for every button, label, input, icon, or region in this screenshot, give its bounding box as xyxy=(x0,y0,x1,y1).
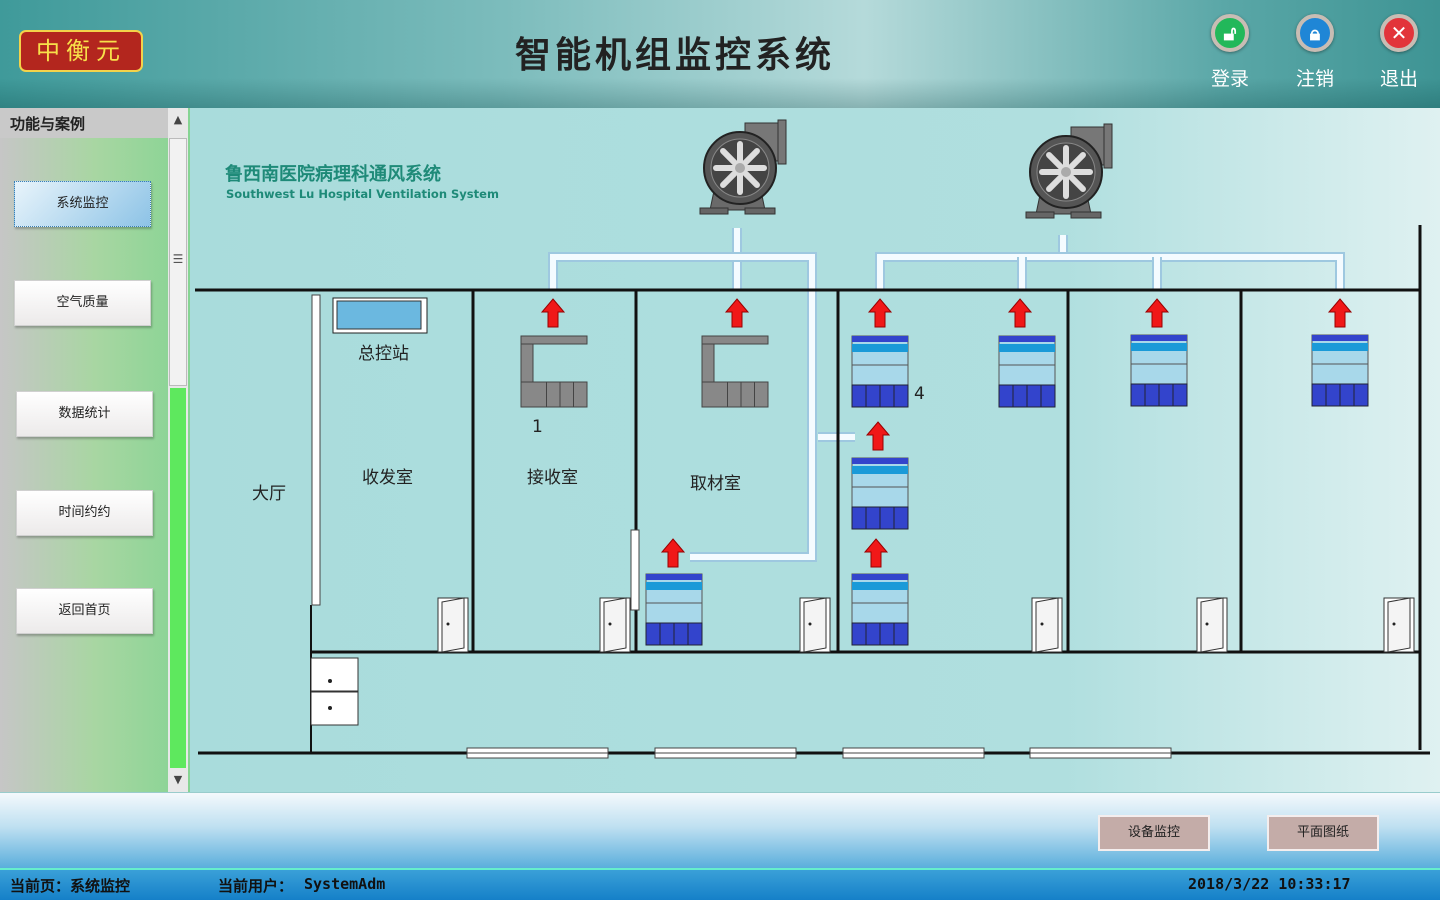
floor-plan-button[interactable]: 平面图纸 xyxy=(1267,815,1379,851)
window-icon xyxy=(654,747,797,759)
sidebar-scrollbar[interactable]: ▲ ☰ ▼ xyxy=(168,108,188,792)
close-icon: ✕ xyxy=(1380,14,1418,52)
fume-hood-icon xyxy=(851,573,909,646)
airflow-arrow-icon xyxy=(660,538,686,568)
fume-hood-icon xyxy=(998,335,1056,408)
fan-icon xyxy=(1025,123,1113,219)
bottom-toolbar: 设备监控 平面图纸 xyxy=(0,792,1440,868)
door-icon xyxy=(1196,597,1228,653)
fume-hood-icon xyxy=(1130,334,1188,407)
duct xyxy=(877,254,1343,290)
current-user-label: 当前用户： xyxy=(218,877,294,895)
door-icon xyxy=(437,597,469,653)
sidebar: 功能与案例 ▲ ☰ ▼ 系统监控 空气质量 数据统计 时间约约 返回首页 xyxy=(0,108,190,792)
fume-hood-icon xyxy=(851,335,909,408)
room-label-sampling: 取材室 xyxy=(690,474,741,494)
scroll-down-icon[interactable]: ▼ xyxy=(173,773,183,786)
hood-number: 4 xyxy=(914,384,925,404)
current-user: SystemAdm xyxy=(304,875,386,893)
drawer-cabinet-icon xyxy=(310,657,359,726)
datetime: 2018/3/22 10:33:17 xyxy=(1188,875,1351,893)
duct-network xyxy=(548,228,1345,562)
plan-title-cn: 鲁西南医院病理科通风系统 xyxy=(225,163,441,185)
window-icon xyxy=(842,747,985,759)
airflow-arrow-icon xyxy=(1007,298,1033,328)
desk-number: 1 xyxy=(532,417,543,437)
fume-hood-icon xyxy=(1311,334,1369,407)
login-label: 登录 xyxy=(1210,68,1249,90)
window-icon xyxy=(466,747,609,759)
airflow-arrow-icon xyxy=(724,298,750,328)
scroll-track-highlight xyxy=(170,388,186,768)
room-label-reception: 接收室 xyxy=(527,468,578,488)
room-label-hall: 大厅 xyxy=(252,484,286,504)
logout-label: 注销 xyxy=(1295,68,1334,90)
sidebar-item-system-monitor[interactable]: 系统监控 xyxy=(14,181,151,227)
logo: 中衡元 xyxy=(19,30,143,72)
door-icon xyxy=(1383,597,1415,653)
scroll-thumb[interactable]: ☰ xyxy=(169,138,187,386)
fan-icon xyxy=(699,119,787,215)
door-icon xyxy=(799,597,831,653)
airflow-arrow-icon xyxy=(863,538,889,568)
sidebar-item-air-quality[interactable]: 空气质量 xyxy=(14,280,151,326)
sidebar-item-home[interactable]: 返回首页 xyxy=(16,588,153,634)
plan-title-en: Southwest Lu Hospital Ventilation System xyxy=(226,187,499,201)
sidebar-item-statistics[interactable]: 数据统计 xyxy=(16,391,153,437)
duct xyxy=(550,254,815,560)
floor-plan: 鲁西南医院病理科通风系统 Southwest Lu Hospital Venti… xyxy=(195,119,1430,759)
airflow-arrow-icon xyxy=(867,298,893,328)
window-icon xyxy=(1029,747,1172,759)
unlock-icon: 🔓︎ xyxy=(1211,14,1249,52)
logout-button[interactable]: 🔒︎ 注销 xyxy=(1285,14,1345,91)
scroll-up-icon[interactable]: ▲ xyxy=(173,113,183,126)
workbench-icon xyxy=(520,335,588,408)
status-bar: 当前页：系统监控 当前用户： SystemAdm 2018/3/22 10:33… xyxy=(0,868,1440,900)
sliding-door xyxy=(630,529,640,611)
fume-hood-icon xyxy=(645,573,703,646)
page-title: 智能机组监控系统 xyxy=(515,34,836,76)
door-icon xyxy=(1031,597,1063,653)
airflow-arrow-icon xyxy=(540,298,566,328)
monitor-icon xyxy=(332,297,428,334)
current-page: 当前页：系统监控 xyxy=(10,877,131,895)
sidebar-title: 功能与案例 xyxy=(0,108,168,138)
airflow-arrow-icon xyxy=(1327,298,1353,328)
lock-icon: 🔒︎ xyxy=(1296,14,1334,52)
sliding-door xyxy=(311,294,321,606)
exit-label: 退出 xyxy=(1379,68,1418,90)
airflow-arrow-icon xyxy=(1144,298,1170,328)
room-label-control: 总控站 xyxy=(358,344,409,364)
sidebar-item-schedule[interactable]: 时间约约 xyxy=(16,490,153,536)
room-label-dispatch: 收发室 xyxy=(362,468,413,488)
workbench-icon xyxy=(701,335,769,408)
fume-hood-icon xyxy=(851,457,909,530)
exit-button[interactable]: ✕ 退出 xyxy=(1369,14,1429,91)
door-icon xyxy=(599,597,631,653)
device-monitor-button[interactable]: 设备监控 xyxy=(1098,815,1210,851)
airflow-arrow-icon xyxy=(865,421,891,451)
header xyxy=(0,0,1440,108)
login-button[interactable]: 🔓︎ 登录 xyxy=(1200,14,1260,91)
